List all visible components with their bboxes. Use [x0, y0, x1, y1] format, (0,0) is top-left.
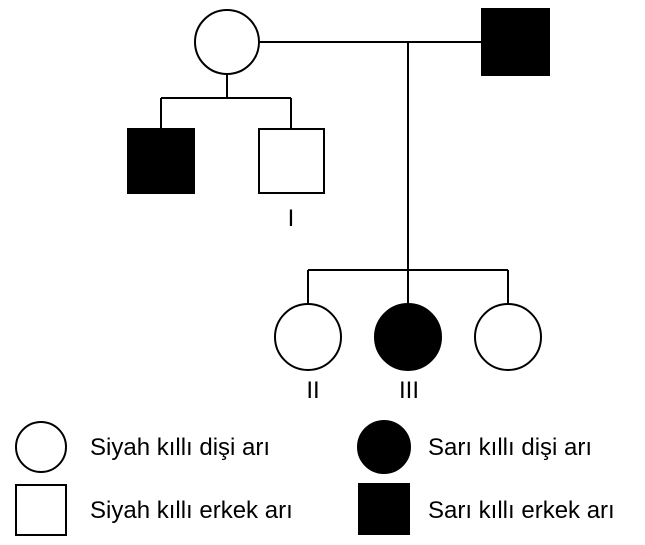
- legend-male-unaffected-symbol: [15, 484, 67, 536]
- legend-female-unaffected-symbol: [15, 421, 67, 473]
- legend-female-unaffected-label: Siyah kıllı dişi arı: [90, 434, 270, 461]
- connector-lines: [160, 41, 509, 305]
- legend-male-affected-label: Sarı kıllı erkek arı: [428, 497, 615, 524]
- son-unaffected-male-i: [258, 128, 325, 194]
- queen-unaffected-female: [194, 9, 260, 75]
- legend-female-affected-label: Sarı kıllı dişi arı: [428, 434, 592, 461]
- daughter-unaffected-female: [474, 303, 542, 371]
- legend-male-affected-symbol: [358, 483, 410, 535]
- individual-label-iii: III: [399, 377, 419, 404]
- son-affected-male: [127, 128, 195, 194]
- legend-female-affected-symbol: [357, 420, 411, 474]
- drone-affected-male-parent: [481, 8, 550, 76]
- daughter-affected-female-iii: [374, 303, 442, 371]
- individual-label-ii: II: [306, 377, 319, 404]
- legend-male-unaffected-label: Siyah kıllı erkek arı: [90, 497, 293, 524]
- daughter-unaffected-female-ii: [274, 303, 342, 371]
- legend: Siyah kıllı dişi arı Sarı kıllı dişi arı…: [15, 420, 615, 536]
- individual-label-i: I: [288, 205, 295, 232]
